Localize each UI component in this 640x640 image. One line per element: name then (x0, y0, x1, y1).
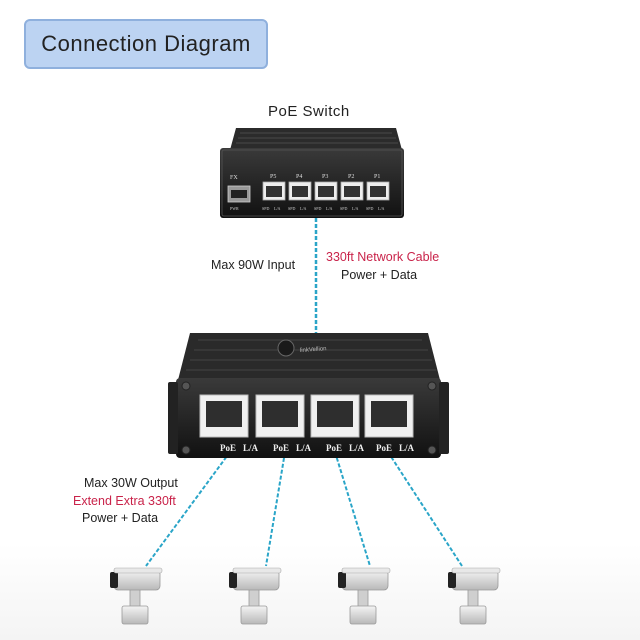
extender-brand-text: linkVellion (300, 346, 327, 354)
extender-ethernet-ports (199, 394, 414, 438)
switch-led-label: SPD (340, 206, 347, 211)
switch-port-label-p5: P5 (270, 174, 276, 180)
switch-led-label: L/A (326, 206, 333, 211)
uplink-power-data-label: Power + Data (341, 268, 418, 282)
camera-cables (145, 451, 463, 567)
switch-led-label: PWR (230, 206, 239, 211)
switch-port-label-p3: P3 (322, 174, 328, 180)
camera-icon (338, 567, 391, 625)
camera-icon (110, 567, 163, 625)
switch-led-label: SPD (366, 206, 373, 211)
switch-led-label: SPD (262, 206, 269, 211)
max-input-label: Max 90W Input (211, 258, 296, 272)
switch-port-label-p2: P2 (348, 174, 354, 180)
extender-port-label: PoE (273, 443, 289, 453)
camera-cable-3 (334, 451, 371, 567)
extend-distance-label: Extend Extra 330ft (73, 494, 176, 508)
poe-switch-device: FX P5 P4 P3 P2 P1 PWR SPD L/A SPD L (220, 128, 404, 218)
switch-led-label: L/A (378, 206, 385, 211)
cable-length-label: 330ft Network Cable (326, 250, 440, 264)
camera-cable-1 (145, 451, 231, 567)
extender-port-label: PoE (220, 443, 236, 453)
switch-ethernet-ports (262, 181, 390, 201)
extender-port-label: L/A (243, 443, 259, 453)
camera-cable-4 (387, 451, 463, 567)
extender-port-label: PoE (326, 443, 342, 453)
camera-cable-2 (265, 451, 286, 567)
camera-icon (448, 567, 501, 625)
extender-port-label: L/A (296, 443, 312, 453)
switch-port-label-p1: P1 (374, 174, 380, 180)
switch-led-label: L/A (274, 206, 281, 211)
poe-switch-label: PoE Switch (268, 103, 350, 120)
switch-led-label: SPD (288, 206, 295, 211)
extender-port-label: L/A (349, 443, 365, 453)
extender-port-label: L/A (399, 443, 415, 453)
switch-led-label: L/A (352, 206, 359, 211)
camera-icon (229, 567, 282, 625)
output-power-data-label: Power + Data (82, 511, 159, 525)
diagram-title: Connection Diagram (24, 19, 268, 69)
poe-extender-device: linkVellion PoE L/A PoE L/A PoE L/A PoE … (168, 333, 449, 458)
switch-led-label: L/A (300, 206, 307, 211)
switch-port-label-fx: FX (230, 175, 238, 181)
max-output-label: Max 30W Output (84, 476, 178, 490)
brand-logo-icon (277, 339, 295, 357)
switch-port-label-p4: P4 (296, 174, 302, 180)
switch-led-label: SPD (314, 206, 321, 211)
extender-port-label: PoE (376, 443, 392, 453)
